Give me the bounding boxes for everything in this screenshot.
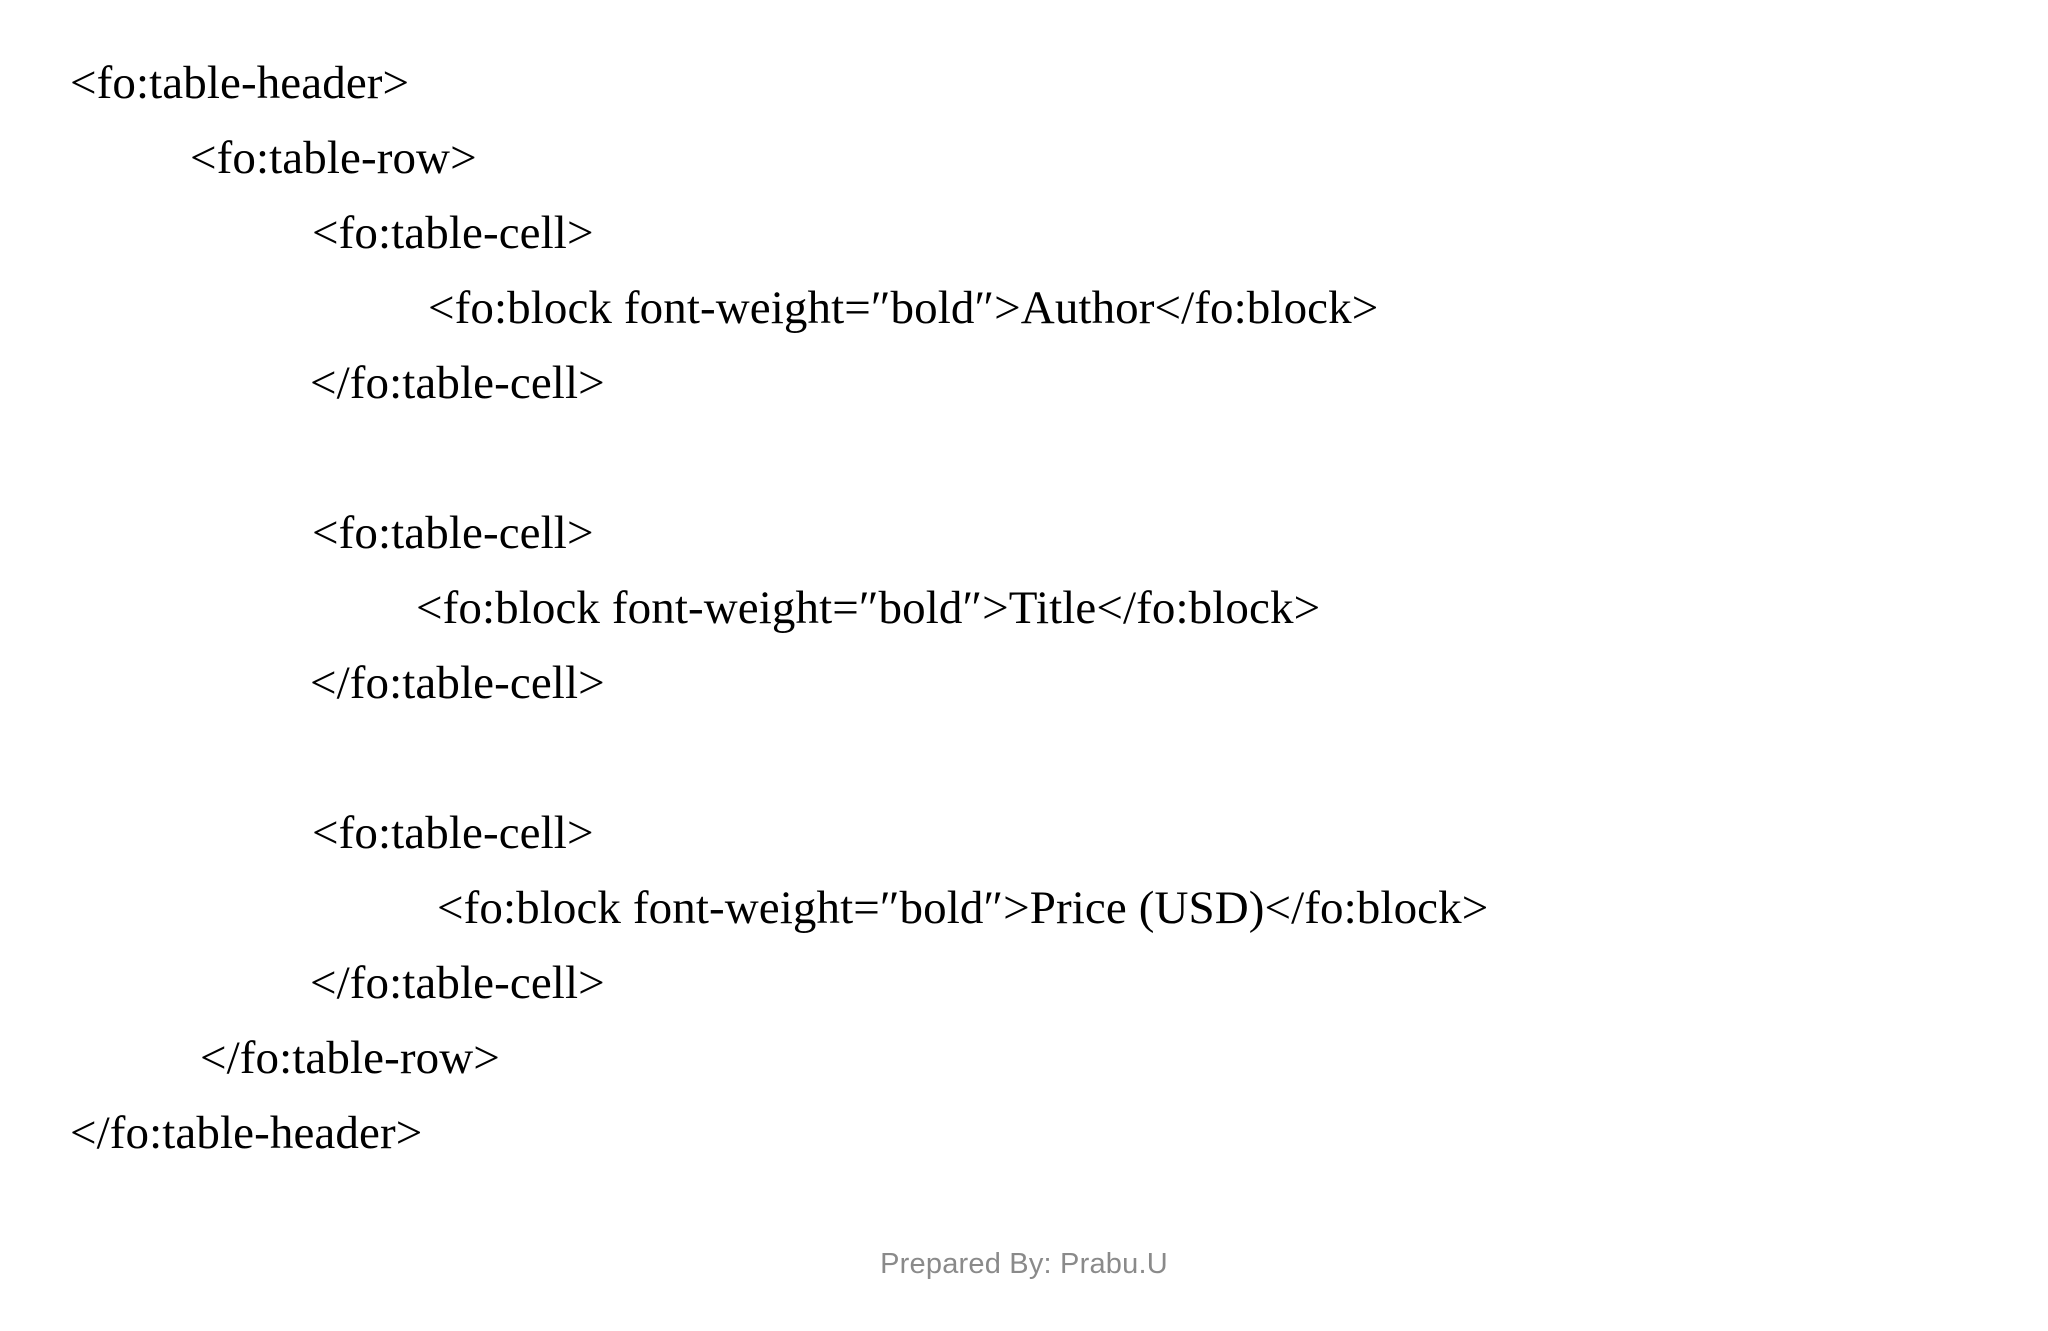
code-line: <fo:table-row> [190, 132, 477, 184]
code-line: <fo:table-header> [70, 57, 410, 109]
code-line: </fo:table-row> [200, 1032, 500, 1084]
code-line-blank [0, 421, 2048, 496]
slide-footer: Prepared By: Prabu.U [0, 1248, 2048, 1281]
code-line: </fo:table-header> [70, 1107, 423, 1159]
code-line: <fo:block font-weight=″bold″>Price (USD)… [437, 882, 1489, 934]
code-line: <fo:block font-weight=″bold″>Author</fo:… [428, 282, 1379, 334]
footer-author-credit: Prepared By: Prabu.U [880, 1248, 1168, 1280]
code-listing: <fo:table-header> <fo:table-row> <fo:table… [0, 46, 2048, 1171]
code-line: <fo:block font-weight=″bold″>Title</fo:b… [416, 582, 1321, 634]
code-line: </fo:table-cell> [310, 357, 605, 409]
code-line: </fo:table-cell> [310, 957, 605, 1009]
code-line: </fo:table-cell> [310, 657, 605, 709]
code-line: <fo:table-cell> [312, 807, 594, 859]
code-line: <fo:table-cell> [312, 207, 594, 259]
code-line-blank [0, 721, 2048, 796]
code-line: <fo:table-cell> [312, 507, 594, 559]
